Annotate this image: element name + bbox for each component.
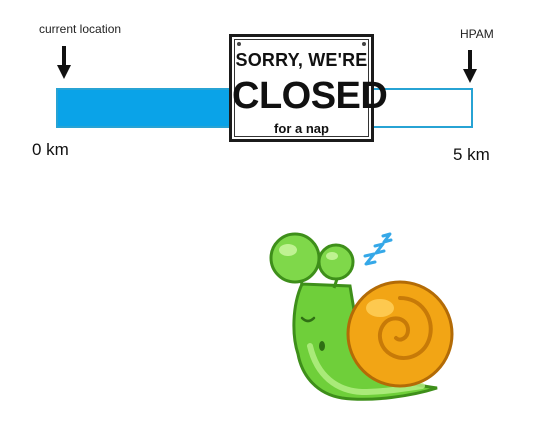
- progress-bar-fill: [58, 90, 232, 126]
- end-distance-label: 5 km: [453, 145, 490, 164]
- start-distance-label: 0 km: [32, 140, 69, 159]
- down-arrow-icon: [57, 46, 71, 79]
- sign-apology-text: SORRY, WE'RE: [235, 50, 368, 70]
- screw-icon: [237, 42, 241, 46]
- screw-icon: [362, 42, 366, 46]
- current-location-label: current location: [39, 22, 122, 36]
- closed-sign: SORRY, WE'RE CLOSED for a nap: [229, 34, 388, 142]
- destination-label: HPAM: [460, 27, 494, 41]
- sign-closed-text: CLOSED: [232, 75, 388, 117]
- sleeping-snail-icon: [269, 232, 454, 401]
- down-arrow-icon: [463, 50, 477, 83]
- sleep-zzz-icon: [363, 232, 393, 266]
- sign-nap-text: for a nap: [274, 121, 329, 136]
